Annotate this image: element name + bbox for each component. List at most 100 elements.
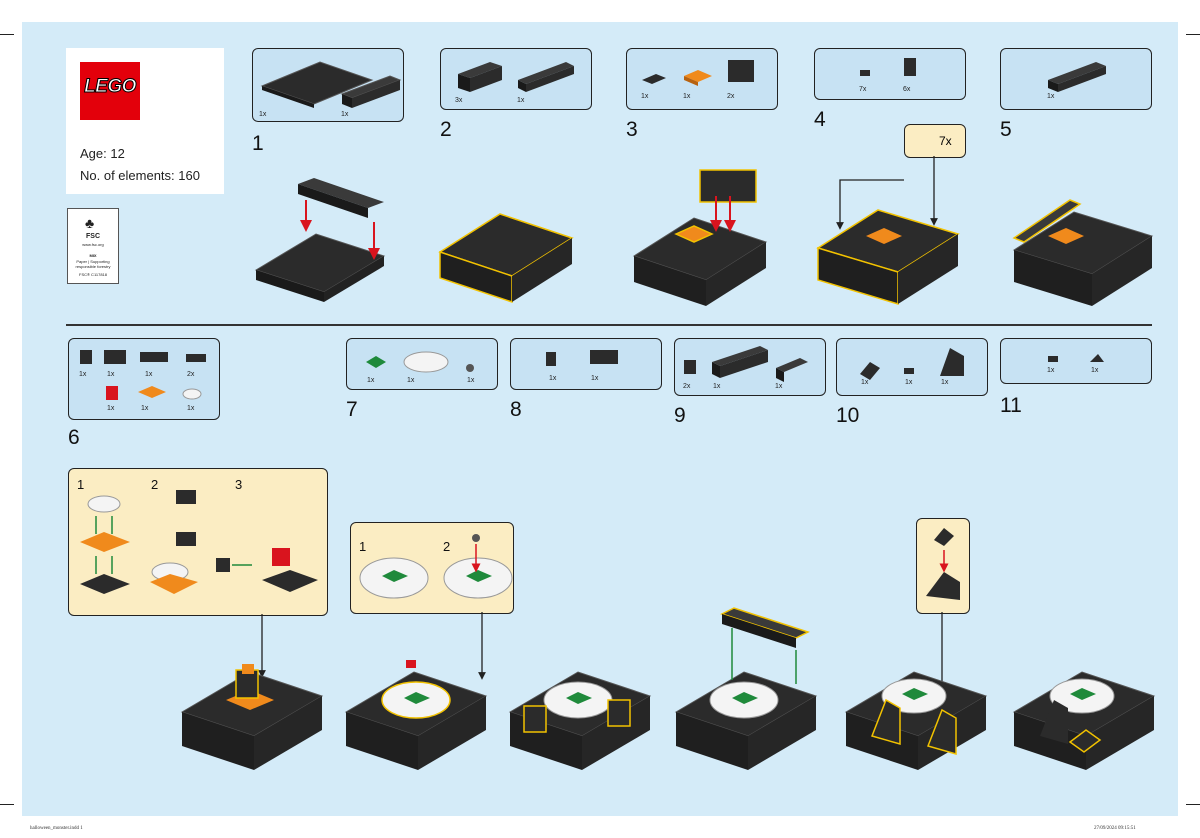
model-step-3: [632, 169, 768, 306]
part-plate-8x8: [260, 61, 374, 108]
parts-step-10: [860, 348, 964, 380]
model-step-8: [508, 671, 652, 770]
model-step-2: [438, 213, 574, 304]
model-step-4: [816, 156, 960, 306]
step-number: 8: [510, 398, 522, 421]
fsc-label: ♣ FSC www.fsc.org MIX Paper | Supporting…: [67, 208, 119, 284]
part-bracket: [728, 60, 754, 82]
parts-panel-step-4: 7x 6x: [814, 48, 966, 100]
substep-number: 1: [359, 539, 367, 554]
parts-panel-step-11: 1x 1x: [1000, 338, 1152, 384]
slope-callout-art: [926, 528, 960, 600]
part-count: 1x: [713, 383, 721, 390]
logo-text: LEGO: [84, 76, 137, 98]
age-label: Age: 12: [80, 146, 125, 161]
part-count: 1x: [407, 377, 415, 384]
part-count: 1x: [79, 371, 87, 378]
multiplier-callout: 7x: [904, 124, 966, 158]
section-divider: [66, 324, 1152, 326]
model-step-6: [180, 664, 324, 770]
part-count: 1x: [549, 375, 557, 382]
part-count: 2x: [727, 93, 735, 100]
part-count: 1x: [467, 377, 475, 384]
crop-mark: [1186, 34, 1200, 35]
step-number: 11: [1000, 394, 1022, 417]
part-count: 1x: [341, 111, 349, 118]
parts-step-11: [1048, 354, 1104, 362]
parts-panel-step-6: 1x 1x 1x 2x 1x 1x 1x: [68, 338, 220, 420]
part-count: 1x: [683, 93, 691, 100]
part-count: 7x: [859, 86, 867, 93]
part-count: 1x: [861, 379, 869, 386]
part-count: 2x: [683, 383, 691, 390]
substep-number: 2: [151, 477, 159, 492]
step-number: 9: [674, 404, 686, 427]
part-count: 3x: [455, 97, 463, 104]
step-number: 2: [440, 118, 452, 141]
step-number: 4: [814, 108, 826, 131]
step-number: 1: [252, 132, 264, 155]
model-step-1: [254, 178, 386, 302]
substep-number: 2: [443, 539, 451, 554]
fsc-desc: Paper | Supporting responsible forestry: [75, 259, 111, 269]
footer-file: halloween_monster.indd 1: [30, 826, 83, 831]
footer-timestamp: 27/09/2024 09:15:51: [1094, 826, 1136, 831]
parts-panel-step-8: 1x 1x: [510, 338, 662, 390]
part-count: 1x: [775, 383, 783, 390]
model-step-9: [674, 607, 818, 770]
step-number: 5: [1000, 118, 1012, 141]
step-number: 6: [68, 426, 80, 449]
part-count: 1x: [367, 377, 375, 384]
part-count: 1x: [1047, 93, 1055, 100]
part-bracket-1x1: [904, 58, 916, 76]
part-count: 1x: [517, 97, 525, 104]
part-count: 2x: [187, 371, 195, 378]
part-count: 6x: [903, 86, 911, 93]
part-count: 1x: [141, 405, 149, 412]
part-brick-1x8: [1048, 62, 1106, 92]
subassembly-a-art: [80, 490, 318, 594]
crop-mark: [0, 34, 14, 35]
part-plate-corner: [642, 74, 666, 84]
part-brick-1x8: [340, 75, 402, 108]
part-count: 1x: [905, 379, 913, 386]
part-count: 1x: [1091, 367, 1099, 374]
multiplier-label: 7x: [939, 134, 952, 148]
part-tile-1x1: [860, 70, 870, 76]
part-plate-orange: [684, 70, 712, 86]
crop-mark: [0, 804, 14, 805]
product-info: LEGO Age: 12 No. of elements: 160: [66, 48, 224, 194]
part-count: 1x: [941, 379, 949, 386]
part-count: 1x: [107, 405, 115, 412]
substep-number: 1: [77, 477, 85, 492]
model-step-5: [1012, 199, 1154, 306]
fsc-code: FSC® C117818: [79, 272, 107, 277]
parts-step-7: [366, 351, 474, 373]
part-count: 1x: [107, 371, 115, 378]
part-count: 1x: [591, 375, 599, 382]
parts-step-8: [546, 350, 618, 366]
part-brick-1x8: [518, 62, 574, 92]
substep-number: 3: [235, 477, 243, 492]
subassembly-b-art: [359, 534, 513, 599]
tree-icon: ♣: [85, 215, 95, 231]
model-step-11: [1012, 671, 1156, 770]
parts-panel-step-2: 3x 1x: [440, 48, 592, 110]
part-count: 1x: [641, 93, 649, 100]
step-number: 10: [836, 404, 860, 427]
model-step-10: [844, 671, 988, 770]
part-count: 1x: [1047, 367, 1055, 374]
fsc-site: www.fsc.org: [82, 242, 104, 247]
parts-step-9: [684, 346, 808, 382]
elements-count: No. of elements: 160: [80, 168, 200, 183]
part-count: 1x: [145, 371, 153, 378]
step-number: 3: [626, 118, 638, 141]
step-number: 7: [346, 398, 358, 421]
parts-step-6: [80, 350, 206, 400]
fsc-logo: FSC: [86, 233, 100, 240]
crop-mark: [1186, 804, 1200, 805]
lego-logo: LEGO: [80, 62, 140, 120]
part-count: 1x: [259, 111, 267, 118]
part-count: 1x: [187, 405, 195, 412]
